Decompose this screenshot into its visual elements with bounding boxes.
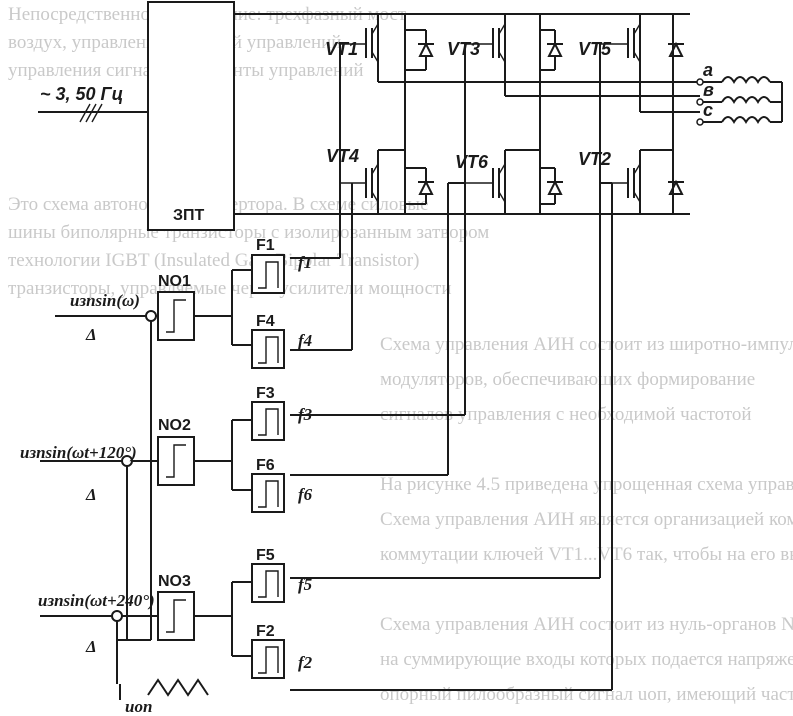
diode-icon <box>405 29 434 71</box>
output-label: f5 <box>298 575 313 594</box>
null-organ-2: NO2 <box>157 417 195 486</box>
null-organ-1: NO1 <box>157 273 195 341</box>
input-label: uзпsin(ωt+240°) <box>38 591 155 610</box>
control-wiring <box>194 269 252 657</box>
output-label: f4 <box>298 331 312 350</box>
bg-line: коммутации ключей VT1...VT6 так, чтобы н… <box>380 544 793 565</box>
diode-icon <box>540 29 563 71</box>
phase-label: a <box>703 60 713 80</box>
bg-line: Схема управления АИН состоит из нуль-орг… <box>380 614 793 635</box>
bg-line: Схема управления АИН является организаци… <box>380 509 793 530</box>
transistor-label: VT5 <box>578 39 612 59</box>
former-label: F5 <box>256 547 275 564</box>
carrier-generator: uоп <box>119 678 209 716</box>
transistor-vt2: VT2 <box>578 149 641 203</box>
bg-line: На рисунке 4.5 приведена упрощенная схем… <box>380 474 793 495</box>
bg-line: Схема управления АИН состоит из широтно-… <box>380 334 793 355</box>
transistor-vt6: VT6 <box>455 152 506 203</box>
output-label: f2 <box>298 653 313 672</box>
output-label: f6 <box>298 485 313 504</box>
diodes <box>405 29 684 205</box>
null-organ-label: NO2 <box>158 417 191 434</box>
inverter-legs <box>377 14 674 214</box>
motor-windings: a в c <box>405 60 783 126</box>
sense-label: Δ <box>85 485 97 504</box>
output-label: f1 <box>298 253 312 272</box>
transistor-label: VT4 <box>326 146 359 166</box>
input-label: uзпsin(ωt+120°) <box>20 443 137 462</box>
diode-icon <box>668 179 684 195</box>
transistor-label: VT2 <box>578 149 611 169</box>
null-organ-3: NO3 <box>157 573 195 641</box>
former-label: F3 <box>256 385 275 402</box>
transistor-label: VT3 <box>447 39 480 59</box>
former-label: F1 <box>256 237 275 254</box>
diode-icon <box>540 167 563 205</box>
former-output-labels: f1 f4 f3 f6 f5 f2 <box>298 253 313 672</box>
former-f6: F6 <box>251 457 285 513</box>
rectifier-block: ЗПТ <box>147 1 235 231</box>
output-label: f3 <box>298 405 313 424</box>
input-label: uзпsin(ω) <box>70 291 140 310</box>
transistor-vt1: VT1 <box>325 23 379 63</box>
gate-wires <box>290 44 613 691</box>
former-label: F2 <box>256 623 275 640</box>
bg-line: сигналов управления с необходимой частот… <box>380 404 752 425</box>
diode-icon <box>668 41 684 57</box>
transistor-label: VT1 <box>325 39 358 59</box>
transistor-vt5: VT5 <box>578 23 641 63</box>
phase-label: c <box>703 100 713 120</box>
former-f3: F3 <box>251 385 285 441</box>
null-organ-label: NO3 <box>158 573 191 590</box>
former-label: F4 <box>256 313 275 330</box>
former-label: F6 <box>256 457 275 474</box>
bg-line: на суммирующие входы которых подается на… <box>380 649 793 670</box>
diode-icon <box>405 167 434 205</box>
sense-label: Δ <box>85 325 97 344</box>
dc-bus <box>234 13 690 215</box>
transistor-vt3: VT3 <box>447 23 506 63</box>
bg-line: опорный пилообразный сигнал uоп, имеющий… <box>380 684 793 705</box>
phase-label: в <box>703 80 714 100</box>
input-junctions: uзпsin(ω) uзпsin(ωt+120°) uзпsin(ωt+240°… <box>20 291 158 684</box>
sense-label: Δ <box>85 637 97 656</box>
former-f5: F5 <box>251 547 285 603</box>
null-organ-label: NO1 <box>158 273 191 290</box>
supply-input: ~ 3, 50 Гц <box>38 84 148 123</box>
former-f2: F2 <box>251 623 285 679</box>
former-f4: F4 <box>251 313 285 369</box>
carrier-label: uоп <box>125 697 152 716</box>
transistor-label: VT6 <box>455 152 489 172</box>
bg-line: шины биполярные транзисторы с изолирован… <box>8 222 489 243</box>
former-f1: F1 <box>251 237 285 294</box>
transistor-vt4: VT4 <box>326 146 379 203</box>
supply-label: ~ 3, 50 Гц <box>40 84 123 104</box>
bg-line: технологии IGBT (Insulated Gate Bipolar … <box>8 250 419 271</box>
rectifier-label: ЗПТ <box>173 207 205 224</box>
bg-line: модуляторов, обеспечивающих формирование <box>380 369 755 390</box>
bg-line: транзисторы, управляемые через усилители… <box>8 278 452 299</box>
